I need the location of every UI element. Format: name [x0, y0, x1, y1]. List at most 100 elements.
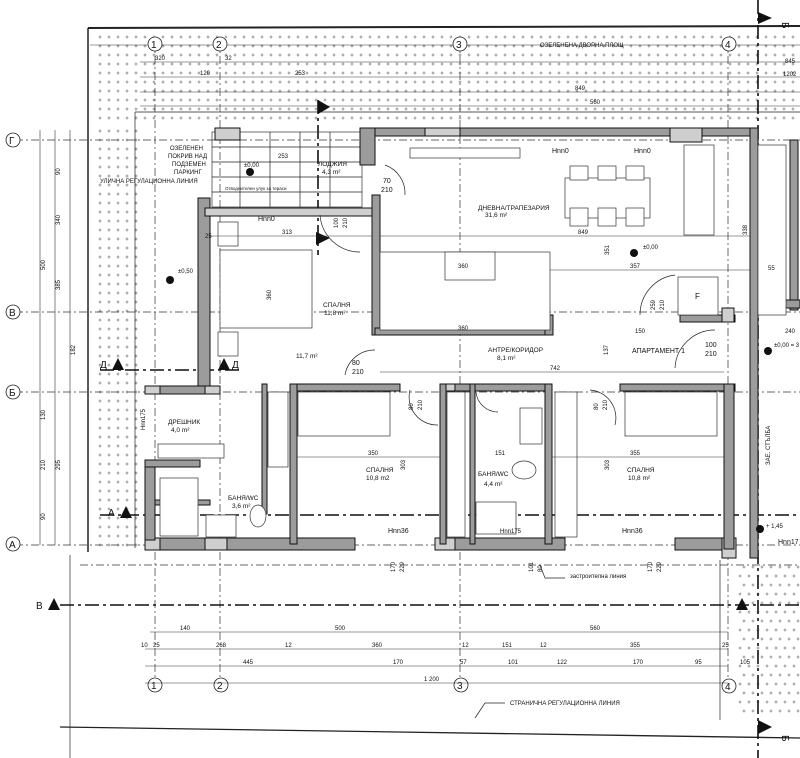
dim-bottom: 122 — [557, 660, 568, 666]
dim-left: 182 — [71, 344, 77, 355]
sill-height: Hnn175 — [500, 529, 522, 535]
door-width: 80 — [594, 403, 600, 410]
dim-top: 32 — [225, 56, 232, 62]
sill-height: Hnn0 — [634, 148, 651, 155]
door-height: 210 — [603, 399, 609, 410]
dim-bottom: 57 — [460, 660, 467, 666]
door-width: 80 — [409, 403, 415, 410]
dim: 240 — [785, 329, 796, 335]
axis-3-bottom: 3 — [457, 681, 463, 692]
dimension-lines-bottom: 140 500 560 10 25 268 12 360 12 151 12 3… — [80, 561, 800, 684]
dim-left: 90 — [56, 168, 62, 175]
dim-bottom-total: 1 200 — [424, 677, 440, 683]
loggia-floor-grid — [211, 131, 363, 208]
room-bedroom1-area: 11,8 m² — [324, 310, 346, 317]
green-roof-note: ПАРКИНГ — [174, 170, 202, 176]
dim: 151 — [495, 451, 506, 457]
door-height: 210 — [381, 187, 393, 194]
door-height: 210 — [705, 351, 717, 358]
axis-3: 3 — [456, 40, 462, 51]
dim-bottom: 25 — [153, 643, 160, 649]
green-yard-label: ОЗЕЛЕНЕНА ДВОРНА ПЛОЩ — [540, 43, 624, 49]
room-bedroom2-name: СПАЛНЯ — [366, 467, 394, 474]
sill-height: Hnn36 — [622, 528, 643, 535]
doors: 70 210 100 210 80 210 259 210 100 210 80… — [319, 164, 717, 426]
room-bath2-name: БАНЯ/WC — [478, 471, 509, 478]
dim-bottom: 25 — [722, 643, 729, 649]
dim-top: 845 — [785, 59, 796, 65]
door-width: 259 — [651, 299, 657, 310]
door-width: 70 — [383, 178, 391, 185]
room-loggia-area: 4,3 m² — [322, 169, 341, 176]
dim-bottom: 445 — [243, 660, 254, 666]
dim: 25 — [205, 234, 212, 240]
level-plus: + 1,45 — [766, 524, 784, 530]
dim-left: 500 — [41, 259, 47, 270]
loggia-drain-note: Отводнителен улук за тераси — [225, 186, 287, 191]
sill-height: Hnn0 — [552, 148, 569, 155]
dim-top: 849 — [575, 86, 586, 92]
door-height: 210 — [418, 399, 424, 410]
dim: 303 — [401, 459, 407, 470]
room-loggia-name: ЛОДЖИЯ — [318, 161, 347, 168]
dim-bottom: 170 — [648, 561, 654, 572]
apartment-label: АПАРТАМЕНТ 1 — [632, 348, 685, 355]
dim-top: 120 — [200, 71, 211, 77]
room-bedroom2-area: 10,8 m2 — [366, 475, 390, 482]
level-minus: ±0,50 — [178, 269, 194, 275]
door-width: 100 — [334, 217, 340, 228]
dim: 355 — [630, 451, 641, 457]
dim-bottom: 268 — [216, 643, 227, 649]
dim: 350 — [368, 451, 379, 457]
room-labels: ДНЕВНА/ТРАПЕЗАРИЯ 31,6 m² СПАЛНЯ 11,8 m²… — [168, 161, 772, 510]
dim-bottom: 12 — [540, 643, 547, 649]
axis-4-bottom: 4 — [725, 682, 731, 693]
dimension-lines-left: 340 500 385 182 130 90 210 295 90 — [39, 130, 77, 545]
dim-left: 340 — [56, 214, 62, 225]
dimension-lines-top: 320 120 32 253 849 560 845 1202 — [90, 44, 800, 107]
dim-bottom: 355 — [630, 643, 641, 649]
sill-height: Hnn36 — [388, 528, 409, 535]
axis-B: Б — [9, 388, 16, 399]
room-bedroom3-name: СПАЛНЯ — [627, 467, 655, 474]
green-roof-note: ПОДЗЕМЕН — [172, 162, 206, 168]
dim: 849 — [578, 230, 589, 236]
dim-bottom: 560 — [590, 626, 601, 632]
dim: 55 — [768, 266, 775, 272]
dim: 253 — [278, 154, 289, 160]
dim-top: 560 — [590, 100, 601, 106]
dim-bottom: 151 — [502, 643, 513, 649]
section-B-label: Б — [779, 735, 790, 742]
dim-top: 320 — [155, 56, 166, 62]
plot-boundary — [59, 25, 800, 758]
axis-2-bottom: 2 — [217, 681, 223, 692]
dim: 150 — [635, 329, 646, 335]
level-zero: ±0,00 — [244, 163, 260, 169]
room-closet-name: ДРЕШНИК — [168, 419, 200, 426]
dim-bottom: 12 — [462, 643, 469, 649]
section-A-label: А — [108, 508, 115, 519]
green-hatch-pattern — [98, 35, 800, 713]
door-height: 210 — [343, 217, 349, 228]
room-corridor-name: АНТРЕ/КОРИДОР — [488, 347, 543, 354]
furniture: F — [157, 144, 787, 538]
side-regulation-line-label: СТРАНИЧНА РЕГУЛАЦИОННА ЛИНИЯ — [510, 701, 620, 707]
axis-1: 1 — [151, 40, 157, 51]
door-width: 80 — [352, 360, 360, 367]
dim-bottom: 360 — [372, 643, 383, 649]
dim: 360 — [458, 326, 469, 332]
section-V-label: В — [36, 601, 43, 612]
sill-height: Hnn17 — [778, 539, 799, 546]
dim-bottom: 101 — [529, 561, 535, 572]
dim-bottom: 10 — [141, 643, 148, 649]
walls — [144, 127, 800, 559]
level-marks: ±0,00 ±0,50 ±0,00 ±0,00 = 3 + 1,45 Hnn0 … — [141, 148, 800, 546]
axis-markers: 1 2 3 4 1 2 3 4 Г В Б А — [5, 36, 737, 694]
building-line-label: застроителна линия — [570, 574, 626, 580]
axis-V: В — [9, 308, 16, 319]
sill-height: Hnn175 — [141, 408, 147, 430]
room-bath1-area: 3,6 m² — [232, 503, 251, 510]
room-living-area: 31,6 m² — [485, 212, 508, 219]
dim-left: 90 — [41, 513, 47, 520]
